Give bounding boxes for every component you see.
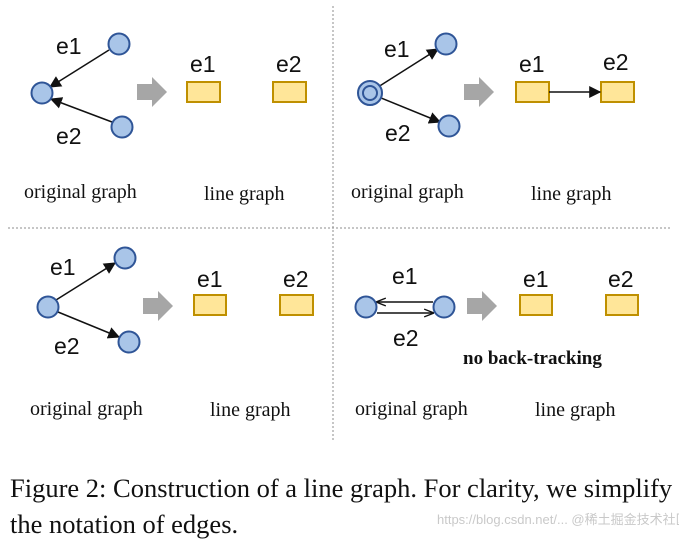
panel-3-original-graph: e1 e2 xyxy=(36,246,141,359)
graph-node xyxy=(432,295,456,319)
line-node-label-e1: e1 xyxy=(523,266,549,292)
edge-e1 xyxy=(377,48,440,88)
line-node-e2 xyxy=(605,294,639,316)
line-node-e1 xyxy=(519,294,553,316)
edge-label-e2: e2 xyxy=(393,325,419,351)
line-node-e1 xyxy=(193,294,227,316)
panel-1: e1 e2 e1 e2 original graph line graph xyxy=(24,32,307,205)
graph-node xyxy=(117,330,141,354)
transform-arrow xyxy=(137,77,167,107)
line-node-e1 xyxy=(186,81,221,103)
edge-label-e1: e1 xyxy=(384,36,410,62)
graph-node xyxy=(113,246,137,270)
transform-arrow xyxy=(143,291,173,321)
line-node-label-e1: e1 xyxy=(190,51,216,77)
edge-label-e2: e2 xyxy=(385,120,411,146)
line-node-label-e2: e2 xyxy=(283,266,309,292)
line-node-label-e1: e1 xyxy=(197,266,223,292)
panel-4: e1 e2 e1 e2 no back-tracking original gr… xyxy=(354,263,639,421)
edge-label-e2: e2 xyxy=(54,333,80,359)
panel-4-line-graph: e1 e2 xyxy=(519,266,639,316)
panel-2: e1 e2 e1 e2 original graph line graph xyxy=(351,32,635,205)
original-graph-caption: original graph xyxy=(355,398,468,420)
line-node-e2 xyxy=(279,294,314,316)
edge-e1 xyxy=(55,262,117,301)
graph-node-double xyxy=(357,80,383,106)
figure-caption: Figure 2: Construction of a line graph. … xyxy=(10,473,673,539)
panel-1-original-graph: e1 e2 xyxy=(30,32,134,149)
panel-1-line-graph: e1 e2 xyxy=(186,51,307,103)
original-graph-caption: original graph xyxy=(351,181,464,203)
panel-3-line-graph: e1 e2 xyxy=(193,266,314,316)
line-node-label-e2: e2 xyxy=(608,266,634,292)
panel-2-line-graph: e1 e2 xyxy=(515,49,635,103)
line-graph-caption: line graph xyxy=(535,399,616,421)
edge-e2 xyxy=(380,97,442,124)
line-graph-caption: line graph xyxy=(204,183,285,205)
graph-node xyxy=(110,115,134,139)
line-node-label-e2: e2 xyxy=(603,49,629,75)
graph-node xyxy=(30,81,54,105)
line-node-e2 xyxy=(272,81,307,103)
panel-2-original-graph: e1 e2 xyxy=(357,32,461,146)
panel-3: e1 e2 e1 e2 original graph line graph xyxy=(30,246,314,421)
edge-label-e1: e1 xyxy=(392,263,418,289)
panel-4-original-graph: e1 e2 xyxy=(354,263,456,351)
edge-e2 xyxy=(57,311,121,339)
edge-label-e1: e1 xyxy=(56,33,82,59)
graph-node xyxy=(437,114,461,138)
line-node-label-e2: e2 xyxy=(276,51,302,77)
edge-e2 xyxy=(49,97,113,123)
no-back-tracking-note: no back-tracking xyxy=(463,348,602,369)
line-graph-caption: line graph xyxy=(210,399,291,421)
original-graph-caption: original graph xyxy=(24,181,137,203)
graph-node xyxy=(354,295,378,319)
line-node-e2 xyxy=(600,81,635,103)
graph-node-inner-ring xyxy=(362,85,378,101)
line-graph-caption: line graph xyxy=(531,183,612,205)
transform-arrow xyxy=(464,77,494,107)
edge-label-e1: e1 xyxy=(50,254,76,280)
graph-node xyxy=(36,295,60,319)
graph-node xyxy=(107,32,131,56)
transform-arrow xyxy=(467,291,497,321)
original-graph-caption: original graph xyxy=(30,398,143,420)
edge-label-e2: e2 xyxy=(56,123,82,149)
edge-e1 xyxy=(48,49,110,88)
watermark: https://blog.csdn.net/... @稀土掘金技术社区 xyxy=(437,512,679,527)
line-node-label-e1: e1 xyxy=(519,51,545,77)
line-node-e1 xyxy=(515,81,550,103)
graph-node xyxy=(434,32,458,56)
